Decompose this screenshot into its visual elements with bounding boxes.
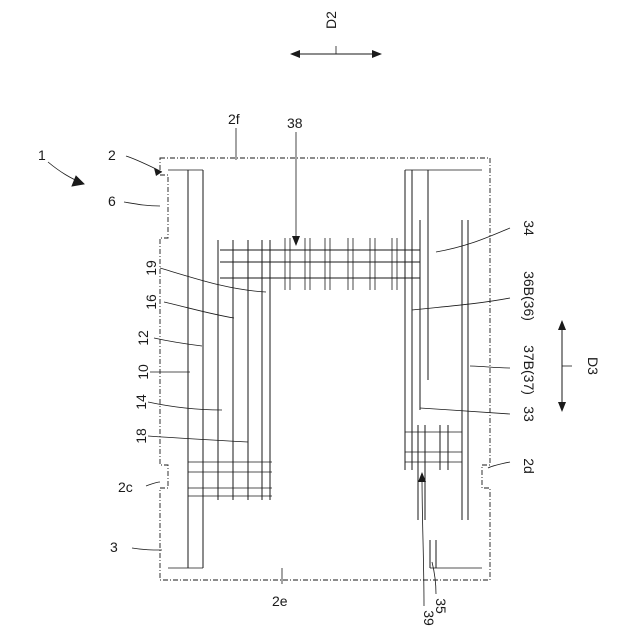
label-16: 16 (143, 294, 159, 310)
label-36b: 36B(36) (521, 271, 537, 321)
label-2f: 2f (228, 111, 240, 127)
label-2: 2 (108, 147, 116, 163)
left-rotated-labels: 19 16 12 10 14 18 (133, 260, 159, 444)
ref-1-arrowhead (72, 176, 84, 186)
label-d2: D2 (323, 11, 339, 29)
reference-labels: 1 2 6 2c 3 2f 38 2e (38, 111, 303, 609)
label-6: 6 (108, 193, 116, 209)
direction-arrow-d2 (290, 46, 382, 58)
label-d3: D3 (585, 357, 601, 375)
leader-lines (48, 128, 510, 606)
label-10: 10 (135, 364, 151, 380)
direction-arrow-d3 (558, 320, 572, 412)
label-37b: 37B(37) (521, 345, 537, 395)
label-2d: 2d (521, 458, 537, 474)
right-conductor-group (405, 170, 482, 568)
label-19: 19 (143, 260, 159, 276)
label-2e: 2e (272, 593, 288, 609)
label-14: 14 (133, 394, 149, 410)
label-34: 34 (521, 220, 537, 236)
label-2c: 2c (118, 479, 133, 495)
label-38: 38 (287, 115, 303, 131)
element-body-outline (160, 158, 490, 580)
label-1: 1 (38, 147, 46, 163)
left-conductor-group (168, 170, 272, 568)
label-12: 12 (135, 330, 151, 346)
top-connection-group (220, 238, 420, 290)
label-3: 3 (110, 539, 118, 555)
label-35: 35 (433, 598, 449, 614)
label-33: 33 (521, 406, 537, 422)
label-18: 18 (133, 428, 149, 444)
ref-38-arrowhead (292, 236, 300, 246)
